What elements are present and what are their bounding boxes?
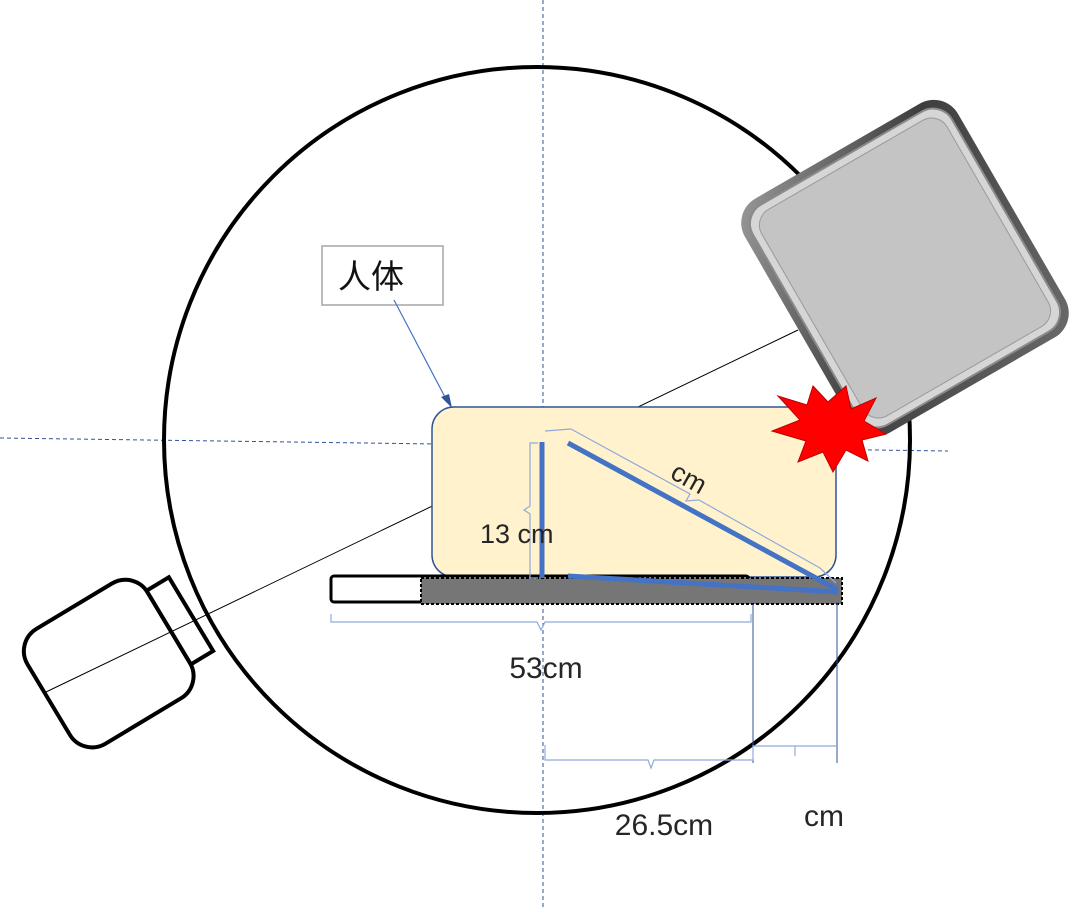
offset-label: cm	[804, 800, 844, 833]
width-label: 53cm	[509, 652, 582, 685]
hypotenuse-bracket	[544, 428, 837, 584]
x-ray-tube-icon	[21, 574, 216, 750]
height-label: 13 cm	[480, 519, 554, 549]
height-bracket	[522, 442, 538, 579]
width-bracket	[330, 614, 752, 632]
half-width-label: 26.5cm	[615, 809, 713, 842]
hypotenuse-measure-line	[566, 440, 840, 593]
table-extension	[420, 577, 843, 605]
gantry-bore-circle	[162, 65, 912, 815]
explosion-burst-icon	[770, 385, 888, 474]
offset-bracket	[753, 745, 837, 756]
flat-panel-detector-icon	[741, 99, 1069, 437]
callout-label: 人体	[338, 257, 404, 296]
half-width-bracket	[544, 745, 754, 770]
callout-box	[321, 245, 444, 306]
base-measure-line	[567, 573, 839, 595]
beam-line	[45, 329, 799, 693]
callout-arrow-line	[393, 299, 447, 400]
callout-arrowhead-icon	[441, 394, 452, 408]
